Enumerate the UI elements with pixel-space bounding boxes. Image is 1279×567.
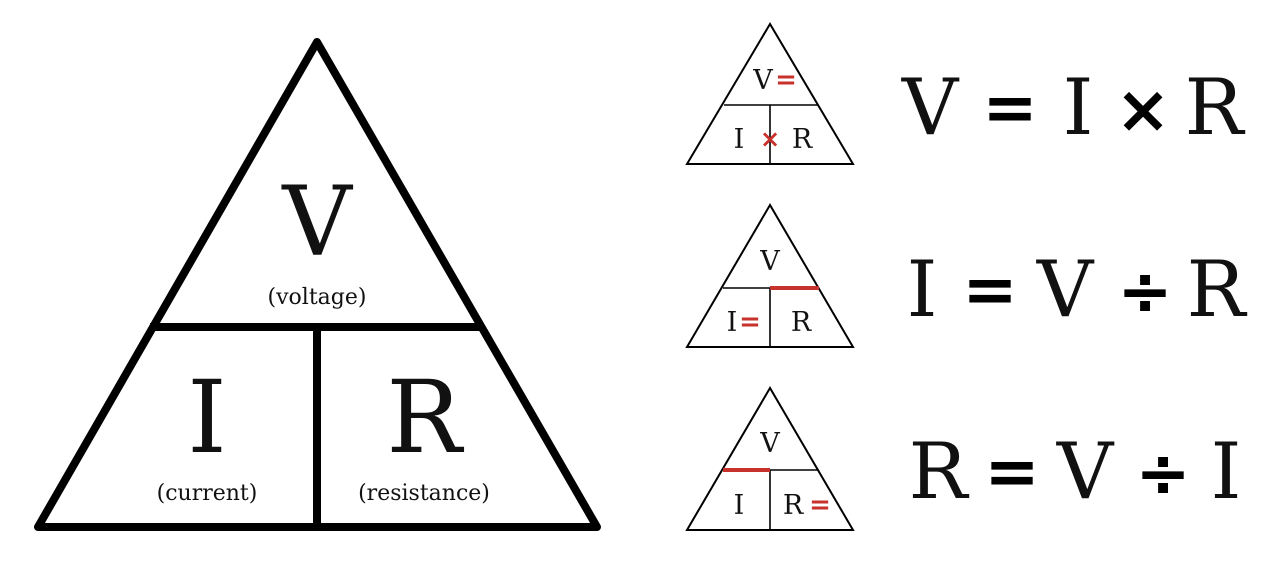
mini-equals-marker: = (739, 307, 761, 337)
equation-equals: = (982, 69, 1037, 146)
equation-operator: ÷ (1117, 253, 1172, 330)
equation-operand-a: V (1036, 245, 1095, 335)
equation-operand-a: I (1063, 63, 1094, 153)
equation-resistance: R = V ÷ I (909, 427, 1242, 517)
main-top-caption: (voltage) (268, 285, 367, 310)
mini-equals-marker: = (809, 490, 831, 520)
equation-operand-b: R (1187, 245, 1248, 335)
main-right-caption: (resistance) (358, 481, 490, 506)
equation-equals: = (984, 433, 1039, 510)
main-top-symbol: V (281, 166, 353, 278)
equation-operand-a: V (1056, 427, 1115, 517)
mini-equals-marker: = (775, 65, 797, 95)
mini-left-label: I (734, 124, 745, 155)
equation-operator: ÷ (1135, 435, 1190, 512)
equation-lhs: V (901, 63, 960, 153)
equation-operand-b: R (1185, 63, 1246, 153)
main-right-symbol: R (386, 359, 464, 476)
mini-triangle-current: V I = R (685, 203, 855, 348)
mini-top-label: V (759, 246, 780, 277)
formula-row-resistance: V I R = R = V ÷ I (685, 386, 1242, 531)
main-left-symbol: I (187, 359, 227, 476)
mini-multiply-operator: × (760, 125, 780, 153)
mini-left-label: I (734, 490, 745, 521)
equation-current: I = V ÷ R (907, 245, 1248, 335)
mini-right-label: R (783, 490, 804, 521)
equation-operator: × (1115, 71, 1170, 148)
mini-right-label: R (791, 307, 812, 338)
mini-right-label: R (792, 124, 813, 155)
mini-top-label: V (759, 428, 780, 459)
mini-triangle-resistance: V I R = (685, 386, 855, 531)
equation-operand-b: I (1211, 427, 1242, 517)
main-triangle: V (voltage) I (current) R (resistance) (34, 38, 601, 531)
formula-row-current: V I = R I = V ÷ R (685, 203, 1248, 348)
mini-left-label: I (727, 307, 738, 338)
formula-row-voltage: V = I × R V = I × R (685, 22, 1246, 165)
equation-voltage: V = I × R (901, 63, 1246, 153)
equation-lhs: I (907, 245, 938, 335)
main-left-caption: (current) (157, 481, 258, 506)
equation-lhs: R (909, 427, 970, 517)
mini-triangle-voltage: V = I × R (685, 22, 855, 165)
equation-equals: = (962, 251, 1017, 328)
mini-top-label: V (752, 65, 773, 96)
